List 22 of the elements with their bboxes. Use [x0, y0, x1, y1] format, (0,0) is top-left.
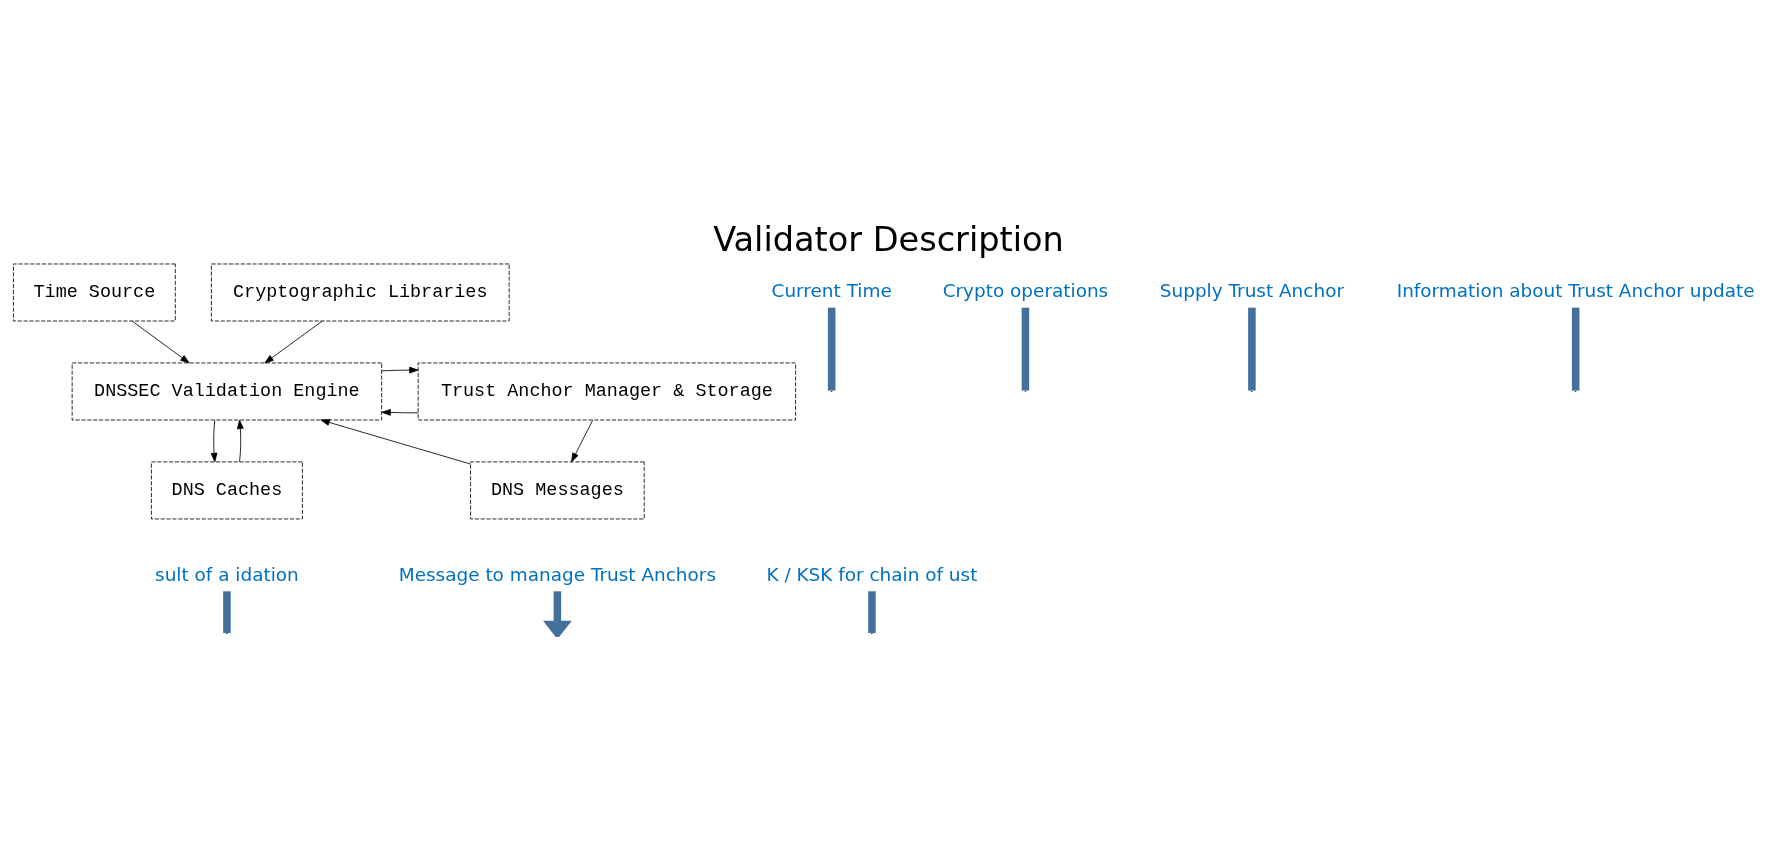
node-box: DNSSEC Validation Engine [71, 362, 383, 421]
node-text: Crypto operations [942, 280, 1109, 302]
node-text: sult of a idation [155, 563, 299, 585]
arrow [381, 409, 419, 416]
node-text: Supply Trust Anchor [1159, 280, 1344, 302]
arrow [320, 419, 471, 465]
node-box: DNS Messages [470, 461, 645, 520]
node-text: Message to manage Trust Anchors [398, 563, 717, 585]
node-box: Cryptographic Libraries [210, 263, 510, 322]
arrow [381, 366, 419, 374]
node-text: Information about Trust Anchor update [1396, 280, 1755, 302]
node-box: Trust Anchor Manager & Storage [417, 362, 796, 421]
node-box: DNS Caches [151, 461, 303, 520]
arrow [210, 419, 218, 463]
node-text: Current Time [771, 280, 892, 302]
arrow [237, 419, 244, 463]
node-box: Time Source [13, 263, 176, 322]
arrow [264, 320, 323, 364]
arrow [571, 419, 594, 463]
node-text: K / KSK for chain of ust [766, 563, 978, 585]
diagram-title: Validator Description [713, 219, 1064, 259]
arrow [131, 320, 190, 364]
